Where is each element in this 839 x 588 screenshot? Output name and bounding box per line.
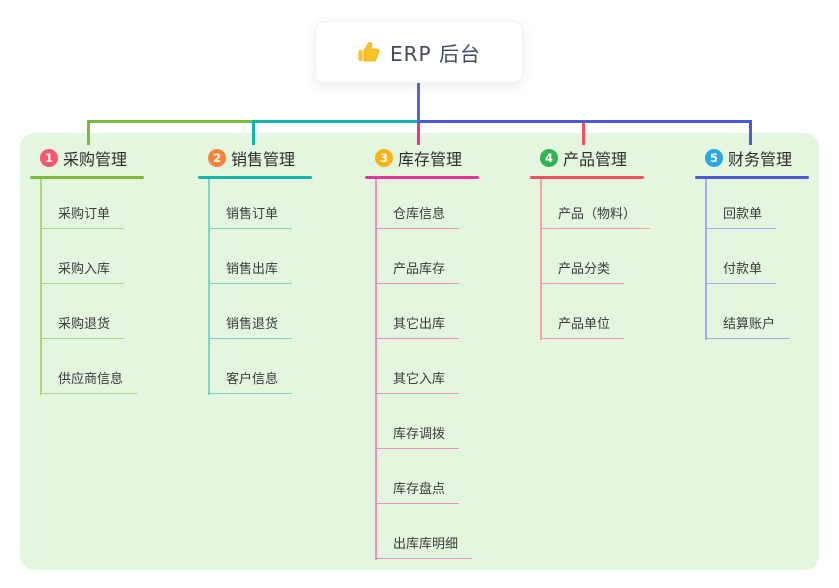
branch-items: 销售订单 销售出库 销售退货 客户信息 [208,179,293,394]
mindmap-item[interactable]: 结算账户 [705,284,790,339]
item-label[interactable]: 其它出库 [375,313,460,339]
mindmap-item[interactable]: 库存盘点 [375,449,472,504]
branch-label: 采购管理 [63,150,128,169]
item-label[interactable]: 回款单 [705,203,777,229]
connector-drop-sales [252,120,255,145]
branch-header-inventory[interactable]: 3 库存管理 [365,145,525,171]
item-label[interactable]: 采购入库 [40,258,125,284]
mindmap-item[interactable]: 采购订单 [40,179,137,229]
connector-horizontal-blue [417,120,752,123]
branch-sales: 2 销售管理 销售订单 销售出库 销售退货 客户信息 [198,145,358,395]
branch-label: 库存管理 [398,150,463,169]
branch-header-sales[interactable]: 2 销售管理 [198,145,358,171]
mindmap-item[interactable]: 库存调拨 [375,394,472,449]
branch-number-badge: 2 [208,149,226,167]
thumbs-up-icon [358,42,380,62]
item-label[interactable]: 其它入库 [375,368,460,394]
item-label[interactable]: 库存调拨 [375,423,460,449]
item-label[interactable]: 产品单位 [540,313,625,339]
branch-items-line [705,179,707,340]
root-node-label: ERP 后台 [390,41,481,66]
connector-drop-inventory [417,120,420,145]
branch-items-line [208,179,210,395]
item-label[interactable]: 仓库信息 [375,203,460,229]
connector-drop-purchase [87,120,90,145]
branch-items-line [540,179,542,340]
mindmap-item[interactable]: 销售退货 [208,284,293,339]
branch-header-finance[interactable]: 5 财务管理 [695,145,839,171]
mindmap-item[interactable]: 产品（物料） [540,179,651,229]
content-panel [20,133,819,570]
item-label[interactable]: 采购订单 [40,203,125,229]
mindmap-item[interactable]: 付款单 [705,229,789,284]
item-label[interactable]: 库存盘点 [375,478,460,504]
branch-items: 回款单 付款单 结算账户 [705,179,790,339]
branch-underline [198,176,312,179]
branch-items-line [375,179,377,560]
mindmap-item[interactable]: 仓库信息 [375,179,472,229]
mindmap-item[interactable]: 采购退货 [40,284,137,339]
branch-header-product[interactable]: 4 产品管理 [530,145,690,171]
branch-items: 采购订单 采购入库 采购退货 供应商信息 [40,179,138,394]
mindmap-item[interactable]: 供应商信息 [40,339,138,394]
mindmap-item[interactable]: 回款单 [705,179,789,229]
branch-label: 财务管理 [728,150,793,169]
branch-label: 销售管理 [231,150,296,169]
branch-finance: 5 财务管理 回款单 付款单 结算账户 [695,145,839,340]
connector-drop-finance [749,120,752,145]
branch-number-badge: 4 [540,149,558,167]
item-label[interactable]: 产品（物料） [540,203,651,229]
mindmap-item[interactable]: 采购入库 [40,229,137,284]
mindmap-item[interactable]: 客户信息 [208,339,293,394]
branch-underline [695,176,809,179]
branch-number-badge: 1 [40,149,58,167]
branch-header-purchase[interactable]: 1 采购管理 [30,145,190,171]
item-label[interactable]: 销售订单 [208,203,293,229]
branch-items: 产品（物料） 产品分类 产品单位 [540,179,651,339]
mindmap-item[interactable]: 其它出库 [375,284,472,339]
mindmap-item[interactable]: 销售出库 [208,229,293,284]
mindmap-item[interactable]: 产品分类 [540,229,650,284]
item-label[interactable]: 出库库明细 [375,533,473,559]
mindmap-item[interactable]: 产品单位 [540,284,650,339]
branch-label: 产品管理 [563,150,628,169]
item-label[interactable]: 结算账户 [705,313,790,339]
mindmap-item[interactable]: 产品库存 [375,229,472,284]
branch-number-badge: 5 [705,149,723,167]
connector-drop-product [582,120,585,145]
branch-underline [365,176,479,179]
item-label[interactable]: 采购退货 [40,313,125,339]
mindmap-item[interactable]: 其它入库 [375,339,472,394]
branch-inventory: 3 库存管理 仓库信息 产品库存 其它出库 其它入库 库存调拨 库存盘点 出库库… [365,145,525,560]
item-label[interactable]: 销售出库 [208,258,293,284]
root-node[interactable]: ERP 后台 [315,21,523,83]
branch-items: 仓库信息 产品库存 其它出库 其它入库 库存调拨 库存盘点 出库库明细 [375,179,473,559]
connector-root-line [417,83,420,122]
branch-product: 4 产品管理 产品（物料） 产品分类 产品单位 [530,145,690,340]
branch-underline [530,176,644,179]
item-label[interactable]: 付款单 [705,258,777,284]
branch-purchase: 1 采购管理 采购订单 采购入库 采购退货 供应商信息 [30,145,190,395]
item-label[interactable]: 销售退货 [208,313,293,339]
item-label[interactable]: 产品库存 [375,258,460,284]
connector-horizontal-teal [252,120,420,123]
branch-underline [30,176,144,179]
branch-number-badge: 3 [375,149,393,167]
connector-horizontal-green [87,120,255,123]
mindmap-item[interactable]: 销售订单 [208,179,293,229]
mindmap-item[interactable]: 出库库明细 [375,504,473,559]
item-label[interactable]: 供应商信息 [40,368,138,394]
item-label[interactable]: 客户信息 [208,368,293,394]
branch-items-line [40,179,42,395]
item-label[interactable]: 产品分类 [540,258,625,284]
